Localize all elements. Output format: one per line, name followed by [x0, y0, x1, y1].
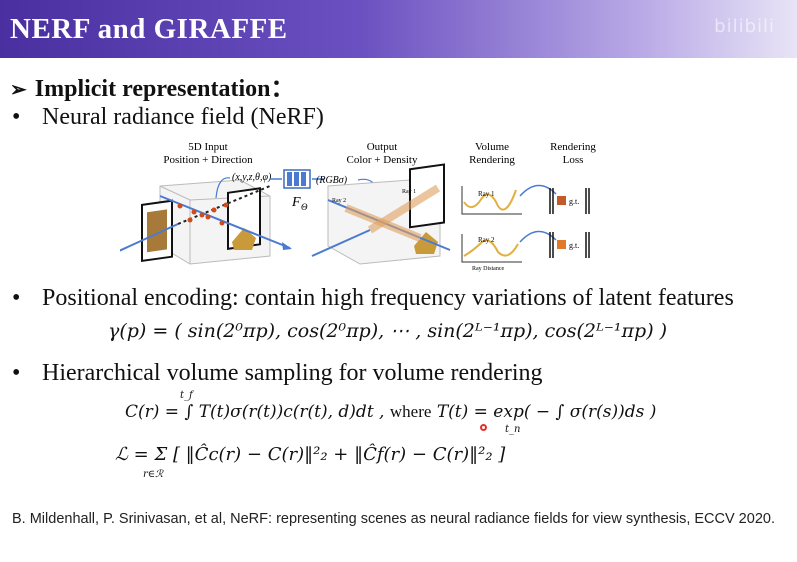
loss-equation: ℒ = Σ [ ‖Ĉc(r) − C(r)‖²₂ + ‖Ĉf(r) − C(r)… [115, 444, 506, 465]
ray2-label: Ray 2 [478, 236, 495, 244]
bullet-dot-icon: • [12, 104, 21, 130]
slide-title: NERF and GIRAFFE [10, 13, 288, 45]
watermark: bilibili [714, 16, 775, 37]
output-ray-1: Ray 1 [402, 189, 416, 195]
volume-label-2: Rendering [469, 154, 515, 166]
volume-label-1: Volume [475, 141, 509, 153]
input-label-1: 5D Input [188, 141, 227, 153]
section-heading: ➢ Implicit representation： [10, 68, 295, 103]
network-block [283, 169, 311, 189]
output-label-1: Output [367, 141, 398, 153]
output-ray-2: Ray 2 [332, 198, 346, 204]
render-equation-lhs: C(r) = ∫ T(t)σ(r(t))c(r(t), d)dt , [125, 402, 385, 422]
network-label: F [291, 195, 301, 210]
bullet-dot-icon: • [12, 285, 21, 311]
loss-sum-subscript: r∈ℛ [143, 469, 164, 480]
volume-plot-ray1: Ray 1 [461, 186, 522, 215]
gt-label-2: g.t. [569, 241, 579, 250]
bullet-hierarchical-sampling: • Hierarchical volume sampling for volume… [12, 360, 543, 387]
render-upper-limit: t_f [180, 390, 193, 401]
bullet-text: Hierarchical volume sampling for volume … [42, 360, 543, 386]
arrow-bullet-icon: ➢ [10, 79, 27, 101]
bullet-dot-icon: • [12, 360, 21, 386]
input-coords: (x,y,z,θ,φ) [232, 172, 272, 183]
title-bar: NERF and GIRAFFE bilibili [0, 0, 797, 58]
ray1-label: Ray 1 [478, 190, 495, 198]
output-value: (RGBσ) [316, 175, 348, 186]
network-sub: Θ [301, 202, 308, 212]
render-lower-limit: t_n [505, 424, 521, 435]
bullet-text: Positional encoding: contain high freque… [42, 285, 734, 311]
heading-text: Implicit representation： [34, 76, 295, 102]
output-label-2: Color + Density [347, 154, 418, 166]
render-equation-T: T(t) = exp( − ∫ σ(r(s))ds ) [436, 402, 657, 422]
gt-label-1: g.t. [569, 197, 579, 206]
bullet-nerf: • Neural radiance field (NeRF) [12, 104, 324, 131]
reference-citation: B. Mildenhall, P. Srinivasan, et al, NeR… [12, 511, 775, 527]
loss-label-2: Loss [563, 154, 584, 166]
loss-term-1: g.t. [549, 188, 590, 214]
volume-plot-ray2: Ray 2 Ray Distance [461, 234, 522, 272]
bullet-text: Neural radiance field (NeRF) [42, 104, 324, 130]
render-where: where [389, 402, 432, 421]
bullet-positional-encoding: • Positional encoding: contain high frequ… [12, 285, 734, 312]
loss-label-1: Rendering [550, 141, 596, 153]
cursor-marker [480, 424, 487, 431]
loss-term-2: g.t. [549, 232, 590, 258]
ray-distance-label: Ray Distance [472, 266, 504, 272]
input-label-2: Position + Direction [163, 154, 253, 166]
positional-encoding-equation: γ(p) = ( sin(2⁰πp), cos(2⁰πp), ⋯ , sin(2… [108, 320, 668, 342]
nerf-pipeline-figure: 5D Input Position + Direction Output Col… [120, 141, 596, 272]
volume-rendering-equation: C(r) = ∫ T(t)σ(r(t))c(r(t), d)dt , where… [125, 402, 656, 422]
